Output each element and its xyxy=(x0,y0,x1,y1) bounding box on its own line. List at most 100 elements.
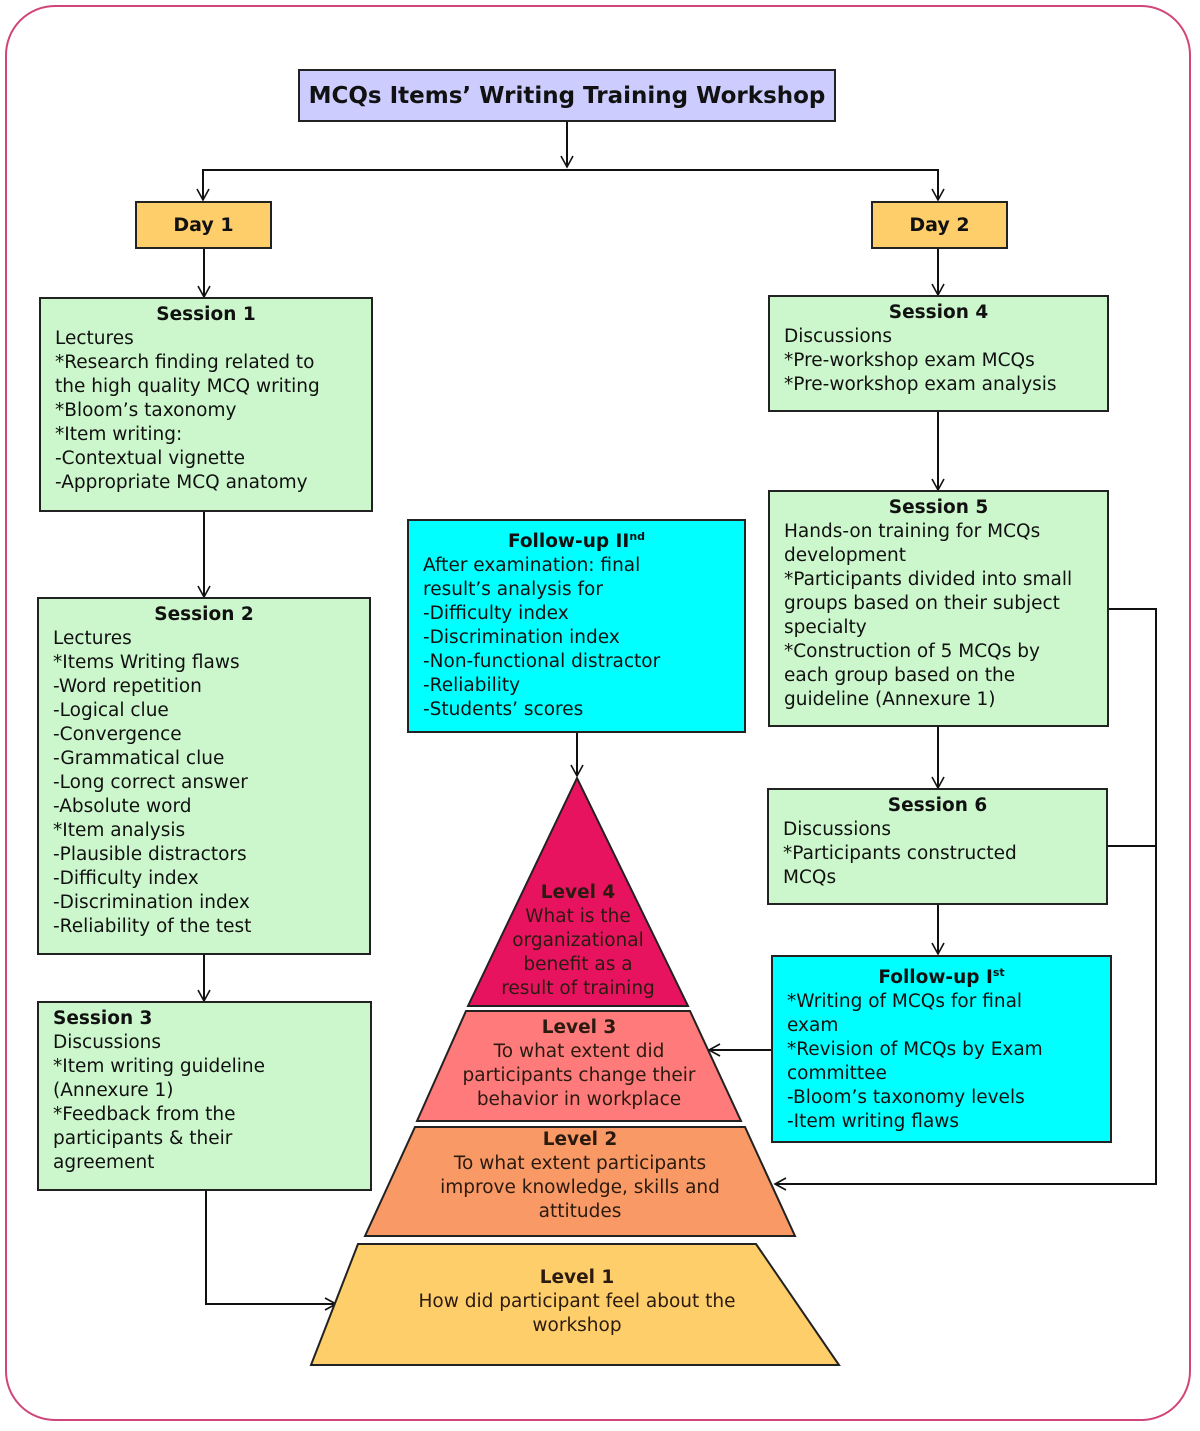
session-4-title: Session 4 xyxy=(888,302,989,323)
session-2-line: -Long correct answer xyxy=(53,772,248,793)
followup-1-box: Follow-up Ist *Writing of MCQs for final… xyxy=(771,955,1112,1143)
session-6-line: MCQs xyxy=(783,867,837,888)
pyramid-level-1 xyxy=(309,1243,841,1366)
session-5-line: Hands-on training for MCQs xyxy=(784,521,1041,542)
level-4-line: benefit as a xyxy=(523,954,633,975)
session-5-line: *Construction of 5 MCQs by xyxy=(784,641,1040,662)
followup-2-line: result’s analysis for xyxy=(423,579,603,601)
followup-2-line: -Difficulty index xyxy=(423,603,569,625)
session-2-line: *Item analysis xyxy=(53,820,186,841)
level-4-text: Level 4 What is the organizational benef… xyxy=(468,881,688,1001)
session-3-title: Session 3 xyxy=(53,1008,153,1029)
session-2-line: -Plausible distractors xyxy=(53,844,247,865)
session-5-box: Session 5 Hands-on training for MCQs dev… xyxy=(768,490,1109,727)
session-3-line: participants & their xyxy=(53,1128,233,1149)
session-2-line: -Discrimination index xyxy=(53,892,250,913)
session-6-line: Discussions xyxy=(783,819,892,840)
session-3-line: Discussions xyxy=(53,1032,162,1053)
followup-2-line: -Students’ scores xyxy=(423,699,584,721)
session-1-line: Lectures xyxy=(55,328,134,349)
followup-2-line: After examination: final xyxy=(423,555,641,577)
level-3-title: Level 3 xyxy=(541,1017,617,1038)
session-2-line: -Difficulty index xyxy=(53,868,199,889)
session-1-line: the high quality MCQ writing xyxy=(55,376,320,397)
level-4-line: organizational xyxy=(512,930,644,951)
session-2-line: -Reliability of the test xyxy=(53,916,252,937)
session-3-box: Session 3 Discussions *Item writing guid… xyxy=(37,1001,372,1191)
session-5-title: Session 5 xyxy=(888,497,989,518)
session-2-line: -Convergence xyxy=(53,724,182,745)
followup-2-line: -Non-functional distractor xyxy=(423,651,661,673)
level-4-line: result of training xyxy=(501,978,655,999)
pyramid-level-2 xyxy=(363,1126,797,1237)
session-2-line: -Logical clue xyxy=(53,700,169,721)
session-3-line: (Annexure 1) xyxy=(53,1080,174,1101)
level-4-line: What is the xyxy=(525,906,631,927)
diagram-frame xyxy=(5,5,1191,1421)
session-4-line: Discussions xyxy=(784,326,893,347)
followup-1-line: *Revision of MCQs by Exam xyxy=(787,1039,1043,1061)
arrow-session3-level1 xyxy=(205,1190,338,1311)
level-3-line: participants change their xyxy=(462,1065,696,1086)
bracket-session5-6-to-level2 xyxy=(773,608,1157,1191)
session-6-line: *Participants constructed xyxy=(783,843,1017,864)
session-2-title: Session 2 xyxy=(154,604,254,625)
session-2-box: Session 2 Lectures *Items Writing flaws … xyxy=(37,597,371,955)
session-5-line: *Participants divided into small xyxy=(784,569,1073,590)
session-6-title: Session 6 xyxy=(887,795,988,816)
session-4-box: Session 4 Discussions *Pre-workshop exam… xyxy=(768,295,1109,412)
level-4-title: Level 4 xyxy=(540,882,616,903)
session-1-line: -Contextual vignette xyxy=(55,448,246,469)
session-3-line: *Item writing guideline xyxy=(53,1056,265,1077)
session-4-line: *Pre-workshop exam MCQs xyxy=(784,350,1035,371)
pyramid-level-3 xyxy=(415,1010,743,1122)
followup-1-title-sup: st xyxy=(992,966,1005,979)
level-2-title: Level 2 xyxy=(542,1129,618,1150)
followup-1-line: committee xyxy=(787,1063,887,1085)
level-2-text: Level 2 To what extent participants impr… xyxy=(370,1128,790,1224)
followup-2-line: -Discrimination index xyxy=(423,627,620,649)
workshop-title: MCQs Items’ Writing Training Workshop xyxy=(298,69,836,122)
followup-2-title-sup: nd xyxy=(629,530,646,543)
day-1-box: Day 1 xyxy=(135,201,272,249)
level-3-text: Level 3 To what extent did participants … xyxy=(420,1016,738,1112)
day-2-label: Day 2 xyxy=(909,214,970,236)
session-2-line: -Absolute word xyxy=(53,796,192,817)
session-5-line: specialty xyxy=(784,617,867,638)
session-2-line: Lectures xyxy=(53,628,132,649)
day-1-label: Day 1 xyxy=(173,214,234,236)
session-6-box: Session 6 Discussions *Participants cons… xyxy=(767,788,1108,905)
session-1-line: *Bloom’s taxonomy xyxy=(55,400,237,421)
session-2-line: -Word repetition xyxy=(53,676,202,697)
session-5-line: development xyxy=(784,545,907,566)
session-3-line: *Feedback from the xyxy=(53,1104,236,1125)
followup-2-box: Follow-up IInd After examination: final … xyxy=(407,519,746,733)
session-1-title: Session 1 xyxy=(156,304,256,325)
followup-2-line: -Reliability xyxy=(423,675,521,697)
level-1-title: Level 1 xyxy=(539,1267,615,1288)
level-3-line: behavior in workplace xyxy=(476,1089,682,1110)
branch-line xyxy=(202,169,939,199)
followup-1-title-text: Follow-up I xyxy=(878,967,993,989)
session-1-box: Session 1 Lectures *Research finding rel… xyxy=(39,297,373,512)
session-5-line: each group based on the xyxy=(784,665,1016,686)
session-2-line: -Grammatical clue xyxy=(53,748,225,769)
level-2-line: To what extent participants xyxy=(453,1153,707,1174)
session-5-line: guideline (Annexure 1) xyxy=(784,689,996,710)
level-2-line: improve knowledge, skills and xyxy=(440,1177,720,1198)
level-3-line: To what extent did xyxy=(493,1041,665,1062)
day-2-box: Day 2 xyxy=(871,201,1008,249)
followup-2-title: Follow-up IInd xyxy=(423,525,730,554)
session-2-line: *Items Writing flaws xyxy=(53,652,240,673)
session-1-line: *Item writing: xyxy=(55,424,183,445)
session-4-line: *Pre-workshop exam analysis xyxy=(784,374,1057,395)
level-1-line: How did participant feel about the xyxy=(418,1291,736,1312)
session-5-line: groups based on their subject xyxy=(784,593,1060,614)
session-3-line: agreement xyxy=(53,1152,155,1173)
followup-1-line: -Item writing flaws xyxy=(787,1111,960,1133)
level-1-text: Level 1 How did participant feel about t… xyxy=(340,1266,814,1338)
level-2-line: attitudes xyxy=(538,1201,622,1222)
followup-1-line: *Writing of MCQs for final xyxy=(787,991,1023,1013)
followup-1-line: exam xyxy=(787,1015,839,1037)
